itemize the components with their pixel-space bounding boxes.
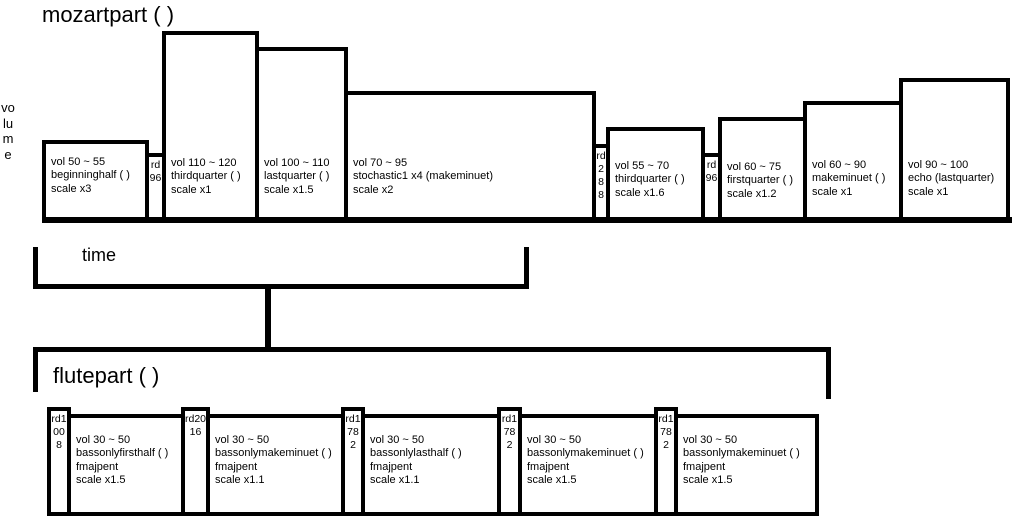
flute-rest-block: rd2016 (181, 407, 210, 516)
volume-axis-label: volume (1, 100, 15, 162)
time-bracket-bottom (33, 284, 529, 289)
mozart-segment-box: vol 70 ~ 95 stochastic1 x4 (makeminuet) … (344, 91, 596, 221)
flute-segment-box: vol 30 ~ 50 bassonlymakeminuet ( ) fmajp… (206, 414, 346, 516)
flute-segment-text: vol 30 ~ 50 bassonlymakeminuet ( ) fmajp… (683, 434, 800, 486)
mozart-segment-text: vol 60 ~ 75 firstquarter ( ) scale x1.2 (727, 161, 794, 200)
mozart-segment-text: vol 90 ~ 100 echo (lastquarter) scale x1 (908, 159, 995, 198)
flute-segment-box: vol 30 ~ 50 bassonlyfirsthalf ( ) fmajpe… (67, 414, 185, 516)
mozart-segment-text: vol 60 ~ 90 makeminuet ( ) scale x1 (812, 159, 886, 198)
flutepart-title: flutepart ( ) (53, 363, 160, 388)
mozart-segment-box: vol 90 ~ 100 echo (lastquarter) scale x1 (899, 78, 1010, 221)
mozart-segment-text: vol 50 ~ 55 beginninghalf ( ) scale x3 (51, 156, 130, 195)
flute-segment-text: vol 30 ~ 50 bassonlyfirsthalf ( ) fmajpe… (76, 434, 169, 486)
time-label: time (82, 245, 117, 265)
connector-stem (265, 288, 271, 349)
mozart-segment-text: vol 55 ~ 70 thirdquarter ( ) scale x1.6 (615, 160, 685, 199)
mozart-segment-text: vol 70 ~ 95 stochastic1 x4 (makeminuet) … (353, 157, 493, 196)
flute-segment-box: vol 30 ~ 50 bassonlymakeminuet ( ) fmajp… (674, 414, 819, 516)
mozartpart-title: mozartpart ( ) (42, 2, 175, 27)
flute-segment-text: vol 30 ~ 50 bassonlymakeminuet ( ) fmajp… (215, 434, 332, 486)
flute-segment-text: vol 30 ~ 50 bassonlymakeminuet ( ) fmajp… (527, 434, 644, 486)
mozart-segment-box: vol 110 ~ 120 thirdquarter ( ) scale x1 (162, 31, 259, 221)
flute-bracket-left (33, 347, 38, 392)
mozart-segment-box: vol 60 ~ 90 makeminuet ( ) scale x1 (803, 101, 903, 221)
flute-bracket-right (826, 347, 831, 399)
mozartpart-baseline (42, 217, 1012, 223)
mozart-segment-box: vol 55 ~ 70 thirdquarter ( ) scale x1.6 (606, 127, 705, 221)
mozart-segment-box: vol 60 ~ 75 firstquarter ( ) scale x1.2 (718, 117, 807, 221)
time-bracket-right (524, 247, 529, 288)
flute-segment-text: vol 30 ~ 50 bassonlylasthalf ( ) fmajpen… (370, 434, 462, 486)
mozart-segment-text: vol 110 ~ 120 thirdquarter ( ) scale x1 (171, 157, 241, 196)
time-bracket-left (33, 247, 38, 288)
flute-segment-box: vol 30 ~ 50 bassonlymakeminuet ( ) fmajp… (518, 414, 659, 516)
mozart-segment-box: vol 50 ~ 55 beginninghalf ( ) scale x3 (42, 140, 149, 221)
mozart-segment-text: vol 100 ~ 110 lastquarter ( ) scale x1.5 (264, 157, 330, 196)
mozart-segment-box: vol 100 ~ 110 lastquarter ( ) scale x1.5 (255, 47, 348, 221)
flute-segment-box: vol 30 ~ 50 bassonlylasthalf ( ) fmajpen… (361, 414, 502, 516)
flute-bracket-top (33, 347, 831, 352)
